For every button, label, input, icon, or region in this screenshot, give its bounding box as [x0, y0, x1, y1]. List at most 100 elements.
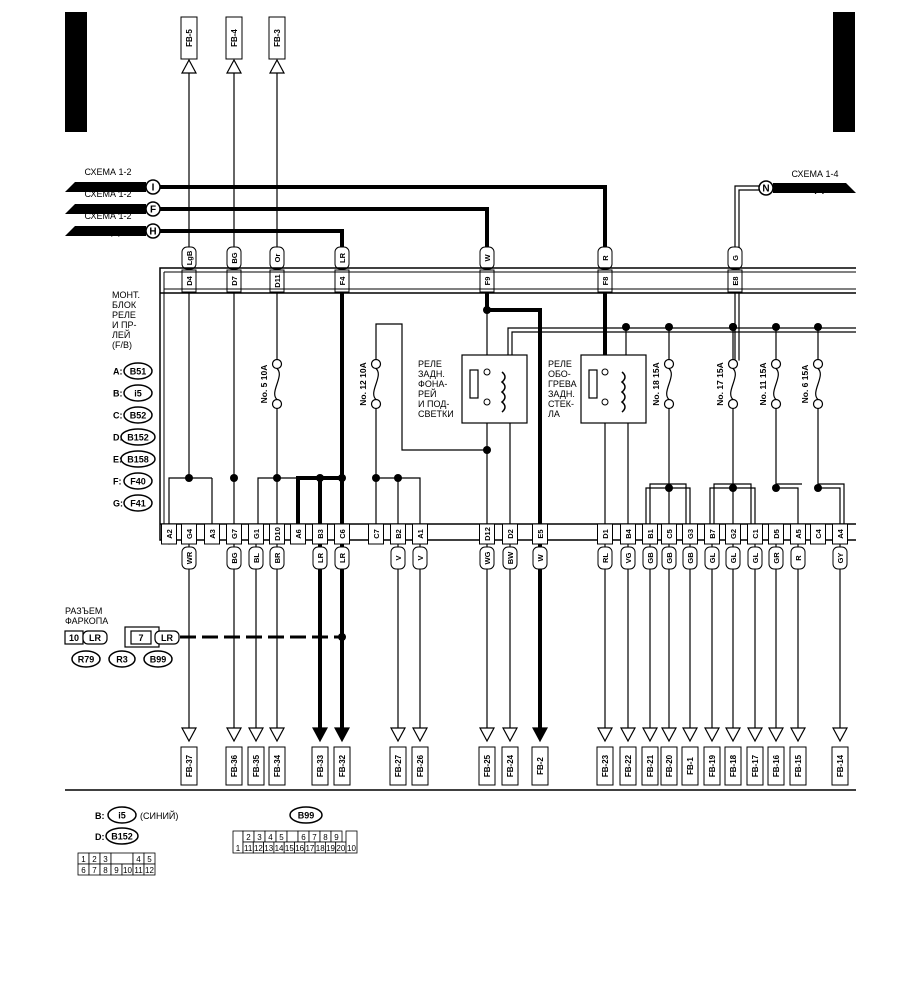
- block-connector-B152-oval: [120, 428, 156, 446]
- bottom-wire-10-box: [532, 546, 548, 570]
- block-connector-F41: F41: [130, 499, 146, 509]
- top-wire-G-box: [727, 246, 743, 270]
- top-wire-R-box: [597, 246, 613, 270]
- bottom-wire-7: V: [416, 555, 425, 560]
- trailer-pin-right: 7: [138, 633, 143, 643]
- bottom-pin-D5: D5: [772, 529, 781, 539]
- trailer-code-R3: R3: [116, 655, 128, 665]
- block-connector-B152: B152: [127, 433, 149, 443]
- scheme-ref-F-tag: [65, 204, 146, 214]
- grid12-bottom: 9: [114, 866, 119, 875]
- bottom-pin-C4-box: [810, 523, 826, 545]
- bottom-connector-FB-14-box: [831, 746, 849, 786]
- bottom-connector-FB-25-box: [478, 746, 496, 786]
- bottom-wire-15-box: [682, 546, 698, 570]
- block-connector-i5: i5: [134, 389, 142, 399]
- bottom-connector-FB-21-box: [641, 746, 659, 786]
- top-pin-F8-box: [597, 269, 613, 293]
- bottom-wire-15: GB: [686, 552, 695, 564]
- arrow-up-icon: [268, 58, 286, 74]
- bottom-connector-FB-17-box: [746, 746, 764, 786]
- top-pin-E8: E8: [731, 276, 740, 285]
- block-connector-letter: A:: [113, 367, 123, 377]
- legend-b-note: (СИНИЙ): [140, 810, 178, 821]
- bottom-pin-G3: G3: [686, 529, 695, 539]
- top-wire-W-box: [479, 246, 495, 270]
- bottom-connector-FB-23-box: [596, 746, 614, 786]
- bottom-connector-FB-24: FB-24: [506, 754, 515, 777]
- grid20-bottom: 12: [254, 844, 263, 853]
- relay2-label: ГРЕВА: [548, 379, 577, 389]
- bottom-connector-FB-25: FB-25: [483, 754, 492, 777]
- grid12-top: 1: [81, 855, 86, 864]
- trailer-pin-left: 10: [69, 633, 79, 643]
- arrow-down-icon: [831, 727, 849, 743]
- relay2-body: [580, 354, 647, 424]
- top-pin-D11-box: [269, 269, 285, 293]
- bottom-wire-0-box: [181, 546, 197, 570]
- relay2-label: РЕЛЕ: [548, 359, 572, 369]
- relay1-label: ФОНА-: [418, 379, 447, 389]
- bottom-wire-11: RL: [601, 553, 610, 563]
- trailer-title: РАЗЪЕМ: [65, 606, 102, 616]
- bottom-connector-FB-18-box: [724, 746, 742, 786]
- top-pin-D4: D4: [185, 275, 194, 285]
- grid12-bottom-cell: [143, 863, 156, 876]
- trailer-wire-right: LR: [161, 633, 173, 643]
- bottom-wire-14-box: [661, 546, 677, 570]
- bottom-pin-G1-box: [248, 523, 264, 545]
- grid20-bottom: 14: [275, 844, 284, 853]
- legend-b-code: i5: [118, 811, 126, 821]
- trailer-code-R3-oval: [108, 650, 136, 668]
- relay1-label: ЗАДН.: [418, 369, 445, 379]
- grid20-top: 6: [301, 833, 306, 842]
- top-connector-2: FB-4: [230, 29, 239, 47]
- bottom-wire-8-box: [479, 546, 495, 570]
- bottom-wire-20: R: [794, 555, 803, 561]
- junction-dot: [729, 323, 737, 331]
- bottom-wire-5-box: [334, 546, 350, 570]
- bottom-connector-FB-33: FB-33: [316, 754, 325, 777]
- bottom-wire-12-box: [620, 546, 636, 570]
- junction-dot: [230, 474, 238, 482]
- page-label-left: P-SUP(L)-04: [68, 31, 84, 112]
- relay1-coil-icon: [500, 371, 506, 413]
- bottom-connector-FB-19-box: [703, 746, 721, 786]
- bottom-wire-12: VG: [624, 552, 633, 563]
- bottom-pin-C4: C4: [814, 528, 823, 538]
- bottom-pin-A5: A5: [794, 529, 803, 539]
- grid20-bottom: 19: [326, 844, 335, 853]
- wire-relay1-coil: [507, 327, 856, 360]
- wire-D4-bus: [168, 477, 212, 540]
- top-connector-1: FB-5: [185, 29, 194, 47]
- bottom-connector-FB-19: FB-19: [708, 754, 717, 777]
- bottom-connector-FB-36-box: [225, 746, 243, 786]
- arrow-down-icon: [501, 727, 519, 743]
- bottom-connector-FB-27-box: [389, 746, 407, 786]
- junction-dot: [338, 633, 346, 641]
- bottom-wire-3: BR: [273, 552, 282, 563]
- fuse-5-terminal: [271, 398, 283, 410]
- bottom-pin-B1-box: [642, 523, 658, 545]
- bottom-connector-FB-17: FB-17: [751, 754, 760, 777]
- arrow-down-icon: [767, 727, 785, 743]
- grid20-top: 7: [312, 833, 317, 842]
- fuse-5-terminal: [271, 358, 283, 370]
- legend-d-letter: D:: [95, 832, 105, 842]
- bottom-wire-10: W: [536, 554, 545, 562]
- grid20-bottom: 16: [295, 844, 304, 853]
- junction-dot: [372, 474, 380, 482]
- relay1-label: РЕЙ: [418, 388, 436, 399]
- bottom-wire-4: LR: [316, 552, 325, 563]
- scheme-ref-N-scheme: СХЕМА 1-4: [791, 169, 838, 179]
- wire-fuse12-bus: [376, 477, 421, 540]
- scheme-ref-H-circle: [145, 223, 161, 239]
- junction-dot: [814, 484, 822, 492]
- bottom-wire-20-box: [790, 546, 806, 570]
- relay2-contact-icon: [588, 369, 598, 399]
- grid12-top: 4: [136, 855, 141, 864]
- scheme-ref-N-tag: [773, 183, 856, 193]
- bottom-pin-E5-box: [532, 523, 548, 545]
- grid20-top: 5: [279, 833, 284, 842]
- bottom-pin-B7-box: [704, 523, 720, 545]
